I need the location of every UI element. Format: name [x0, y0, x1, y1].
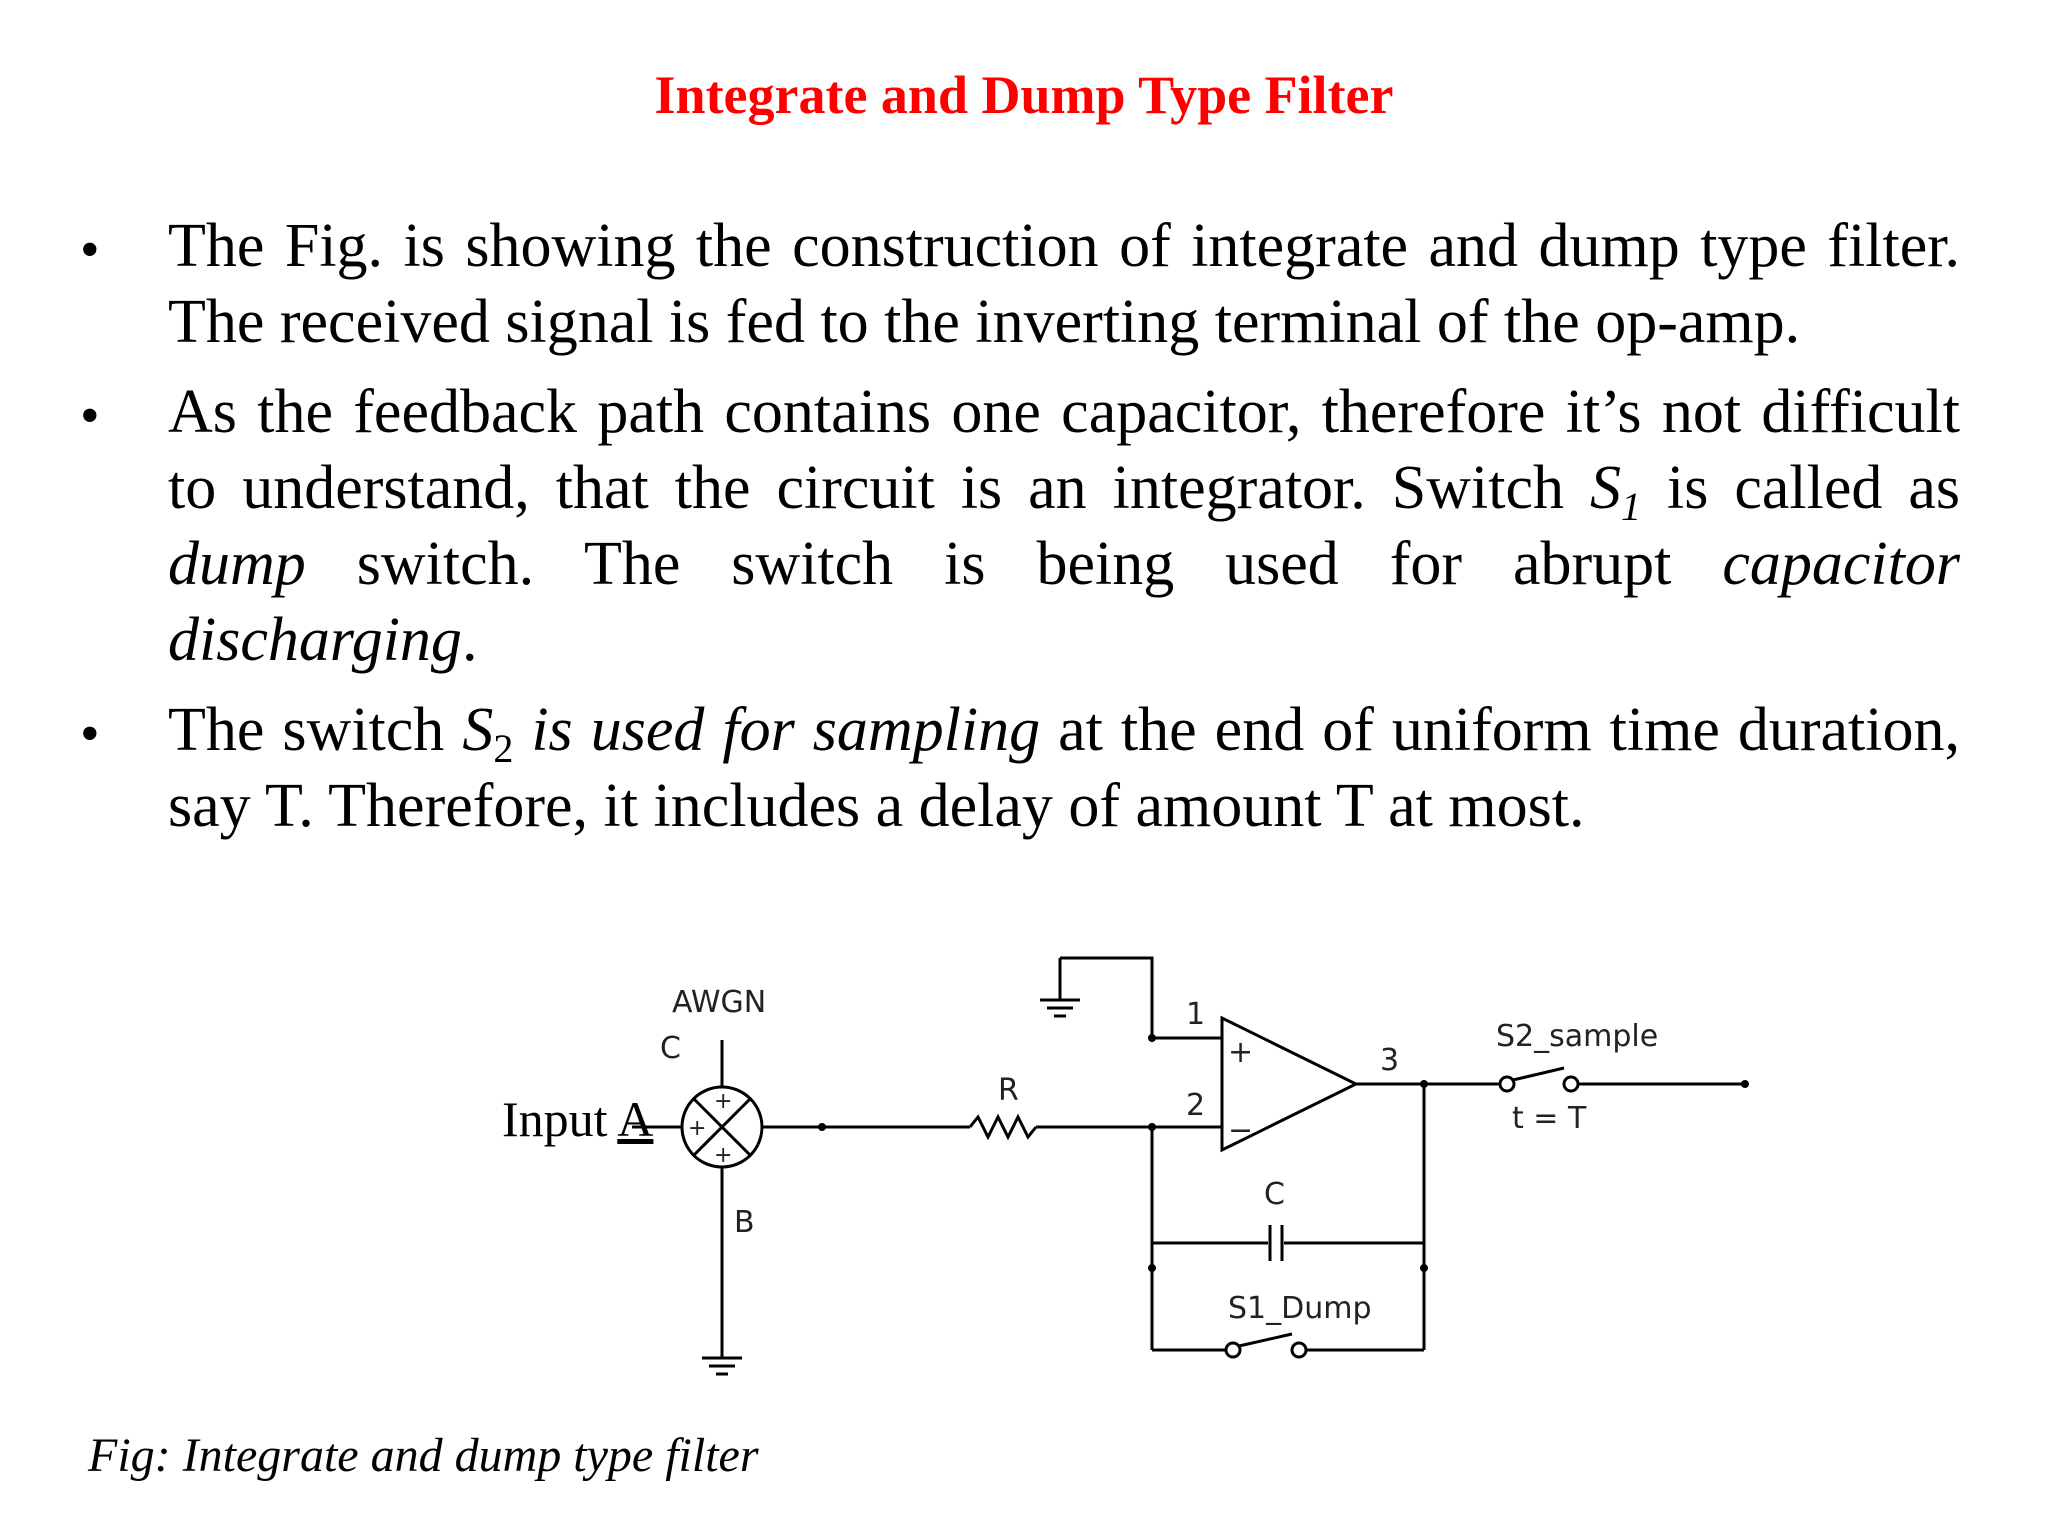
bullet-2-part2: is called as — [1641, 454, 1960, 522]
sample-time-label: t = T — [1512, 1101, 1587, 1136]
bullet-1-text: The Fig. is showing the construction of … — [168, 212, 1960, 356]
ground-symbol-bottom — [702, 1356, 742, 1376]
bullet-item-2: • As the feedback path contains one capa… — [80, 374, 1960, 678]
junction-dots — [818, 1034, 1749, 1272]
sample-switch-label: S2_sample — [1496, 1019, 1658, 1054]
bullet-3-italic-sampling: is used for sampling — [513, 696, 1041, 764]
svg-text:+: + — [714, 1143, 732, 1168]
pin-2-label: 2 — [1186, 1088, 1205, 1123]
inverting-minus: − — [1228, 1113, 1253, 1148]
port-c-label: C — [660, 1031, 681, 1066]
switch-s2-symbol: S2 — [462, 696, 514, 771]
dump-switch-label: S1_Dump — [1228, 1291, 1372, 1326]
capacitor-label: C — [1264, 1177, 1285, 1212]
bullet-item-1: • The Fig. is showing the construction o… — [80, 208, 1960, 360]
circuit-diagram: + + + Input A AWGN C B R 1 2 3 + − C S1_… — [502, 956, 1749, 1376]
bullet-dot: • — [80, 385, 100, 447]
resistor-label: R — [998, 1073, 1019, 1108]
figure-caption: Fig: Integrate and dump type filter — [88, 1429, 759, 1482]
ground-wire — [1060, 956, 1222, 1040]
bullet-2-part1: As the feedback path contains one capaci… — [168, 378, 1960, 522]
slide-title: Integrate and Dump Type Filter — [654, 65, 1394, 125]
bullet-2-part4: . — [461, 606, 478, 674]
svg-text:+: + — [714, 1089, 732, 1114]
pin-3-label: 3 — [1380, 1043, 1399, 1078]
port-b-label: B — [734, 1205, 755, 1240]
bullet-text-3: The switch S2 is used for sampling at th… — [168, 692, 1960, 844]
resistor-symbol — [968, 1113, 1038, 1141]
bullet-3-part1: The switch — [168, 696, 463, 764]
bullet-item-3: • The switch S2 is used for sampling at … — [80, 692, 1960, 844]
input-label: Input A — [502, 1091, 653, 1147]
sample-switch-symbol — [1498, 1075, 1516, 1093]
bullet-3-part2: at the end of uniform time duration, say… — [168, 696, 1960, 840]
pin-1-label: 1 — [1186, 997, 1205, 1032]
bullet-dot: • — [80, 703, 100, 765]
switch-s1-symbol: S1 — [1590, 454, 1641, 529]
non-inverting-plus: + — [1228, 1035, 1253, 1070]
bullet-dot: • — [80, 219, 100, 281]
bullet-2-part3: switch. The switch is being used for abr… — [305, 530, 1723, 598]
awgn-label: AWGN — [672, 985, 766, 1020]
op-amp-symbol — [1220, 1015, 1360, 1153]
bullet-text-2: As the feedback path contains one capaci… — [168, 374, 1960, 678]
bullet-text-1: The Fig. is showing the construction of … — [168, 208, 1960, 360]
ground-symbol-top — [1040, 958, 1080, 1018]
bullet-list: • The Fig. is showing the construction o… — [80, 208, 1960, 858]
svg-text:+: + — [688, 1116, 706, 1141]
dump-switch-symbol — [1224, 1341, 1242, 1359]
bullet-2-italic-dump: dump — [168, 530, 306, 598]
bullet-2-italic-discharging: capacitor discharging — [168, 530, 1960, 674]
